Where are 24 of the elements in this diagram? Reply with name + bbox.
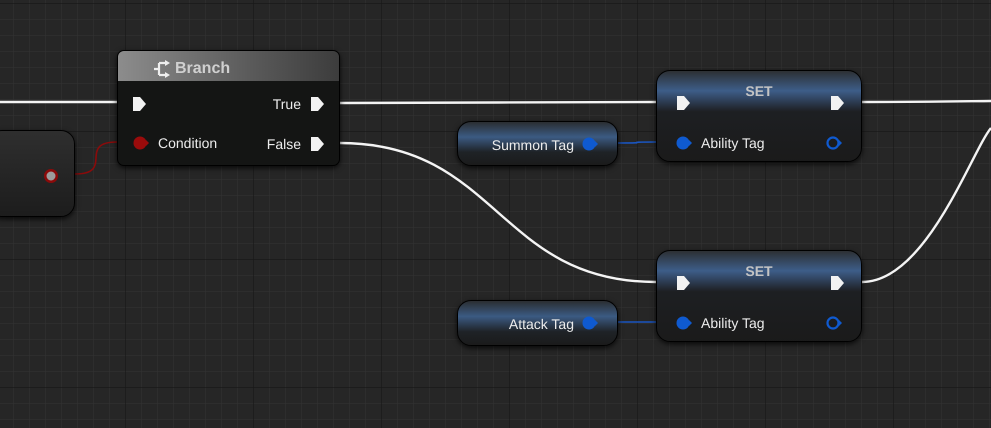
blueprint-node — [457, 300, 618, 346]
pin-label: Ability Tag — [701, 134, 765, 153]
wire — [618, 321, 656, 323]
variable-label: Summon Tag — [492, 136, 574, 155]
wire — [340, 142, 656, 284]
pin-label: False — [266, 135, 301, 154]
wire — [862, 100, 991, 104]
blueprint-node — [656, 70, 862, 162]
wire — [340, 100, 656, 104]
wire — [74, 141, 118, 175]
wire — [618, 141, 656, 144]
blueprint-node — [457, 121, 618, 166]
wire — [862, 127, 991, 284]
node-title: SET — [745, 82, 773, 101]
pin-label: True — [272, 95, 301, 114]
variable-label: Attack Tag — [508, 315, 574, 334]
node-title: SET — [745, 262, 773, 281]
wire — [0, 100, 117, 104]
blueprint-node — [656, 250, 862, 342]
node-box — [0, 130, 75, 217]
pin-label: Condition — [158, 134, 218, 153]
node-title: Branch — [175, 59, 230, 79]
pin-label: Ability Tag — [701, 314, 765, 333]
blueprint-node — [117, 50, 340, 166]
